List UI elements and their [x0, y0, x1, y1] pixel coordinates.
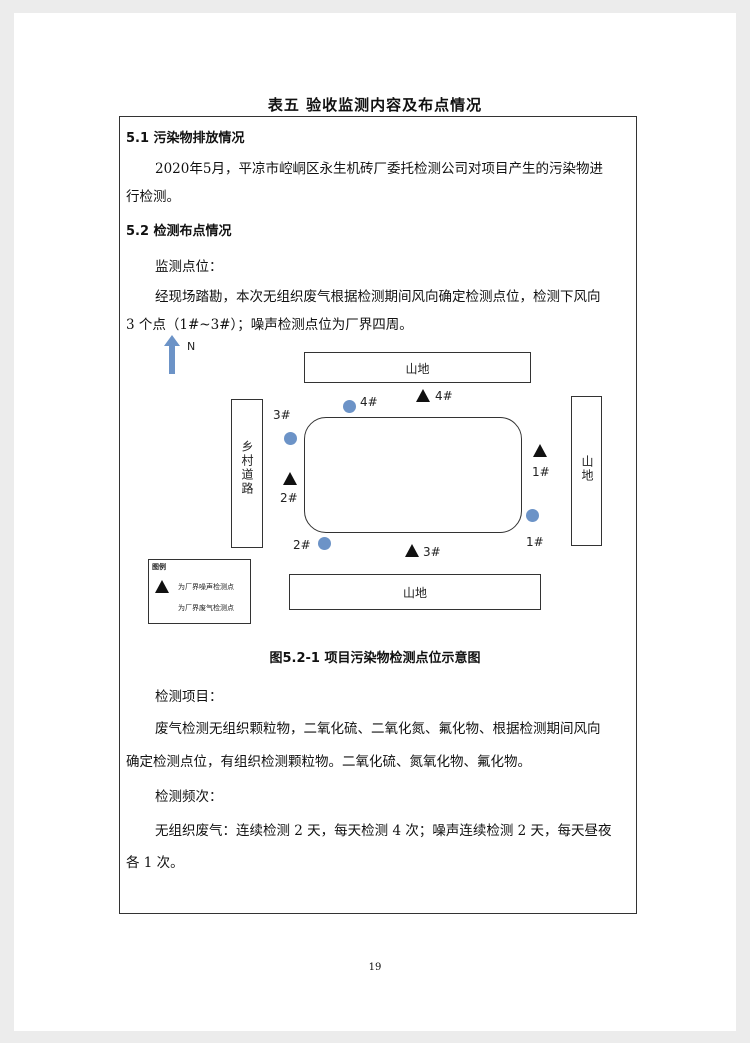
noise-point-2	[283, 472, 297, 485]
noise-point-2-label: 2#	[280, 491, 298, 505]
figure-caption: 图5.2-1 项目污染物检测点位示意图	[269, 651, 481, 666]
noise-point-4-label: 4#	[435, 389, 453, 403]
bottom-mountain-area: 山地	[289, 574, 541, 610]
page-number: 19	[368, 962, 382, 973]
gas-point-2-label: 2#	[293, 538, 311, 552]
legend-gas-text: 为厂界废气检测点	[178, 604, 234, 612]
items-label: 检测项目：	[155, 689, 223, 705]
legend-noise-text: 为厂界噪声检测点	[178, 583, 234, 591]
legend-box: 图例 为厂界噪声检测点 为厂界废气检测点	[148, 559, 251, 624]
points-label: 监测点位：	[155, 259, 223, 275]
north-label: N	[187, 340, 196, 353]
legend-noise-triangle-icon	[155, 580, 169, 593]
north-arrow-icon	[164, 335, 180, 374]
noise-point-1-label: 1#	[532, 465, 550, 479]
noise-point-3	[405, 544, 419, 557]
bottom-area-label: 山地	[402, 586, 427, 600]
document-page	[14, 13, 736, 1031]
factory-boundary	[304, 417, 522, 533]
gas-point-2	[318, 537, 331, 550]
gas-point-3-label: 3#	[273, 408, 291, 422]
frequency-text-line1: 无组织废气：连续检测 2 天，每天检测 4 次；噪声连续检测 2 天，每天昼夜	[155, 823, 612, 839]
right-mountain-area: 山地	[571, 396, 602, 546]
noise-point-1	[533, 444, 547, 457]
items-text-line2: 确定检测点位，有组织检测颗粒物。二氧化硫、氮氧化物、氟化物。	[126, 754, 531, 770]
gas-point-4	[343, 400, 356, 413]
village-road-area: 乡村道路	[231, 399, 263, 548]
right-area-label: 山地	[580, 455, 594, 483]
section-5-2-heading: 5.2 检测布点情况	[126, 224, 232, 239]
table-title: 表五 验收监测内容及布点情况	[267, 96, 483, 114]
content-table-frame	[119, 116, 637, 914]
top-area-label: 山地	[405, 362, 430, 376]
top-mountain-area: 山地	[304, 352, 531, 383]
gas-point-1-label: 1#	[526, 535, 544, 549]
frequency-label: 检测频次：	[155, 789, 223, 805]
points-text-line2: 3 个点（1#~3#）；噪声检测点位为厂界四周。	[126, 317, 413, 333]
gas-point-4-label: 4#	[360, 395, 378, 409]
items-text-line1: 废气检测无组织颗粒物，二氧化硫、二氧化氮、氟化物、根据检测期间风向	[155, 721, 601, 737]
legend-title: 图例	[152, 563, 166, 571]
gas-point-3	[284, 432, 297, 445]
points-text-line1: 经现场踏勘，本次无组织废气根据检测期间风向确定检测点位，检测下风向	[155, 289, 601, 305]
section-5-1-heading: 5.1 污染物排放情况	[126, 131, 245, 146]
frequency-text-line2: 各 1 次。	[126, 855, 184, 871]
noise-point-4	[416, 389, 430, 402]
village-road-label: 乡村道路	[240, 440, 254, 496]
noise-point-3-label: 3#	[423, 545, 441, 559]
gas-point-1	[526, 509, 539, 522]
section-5-1-text-line1: 2020年5月，平凉市崆峒区永生机砖厂委托检测公司对项目产生的污染物进	[155, 161, 603, 177]
section-5-1-text-line2: 行检测。	[126, 189, 180, 205]
